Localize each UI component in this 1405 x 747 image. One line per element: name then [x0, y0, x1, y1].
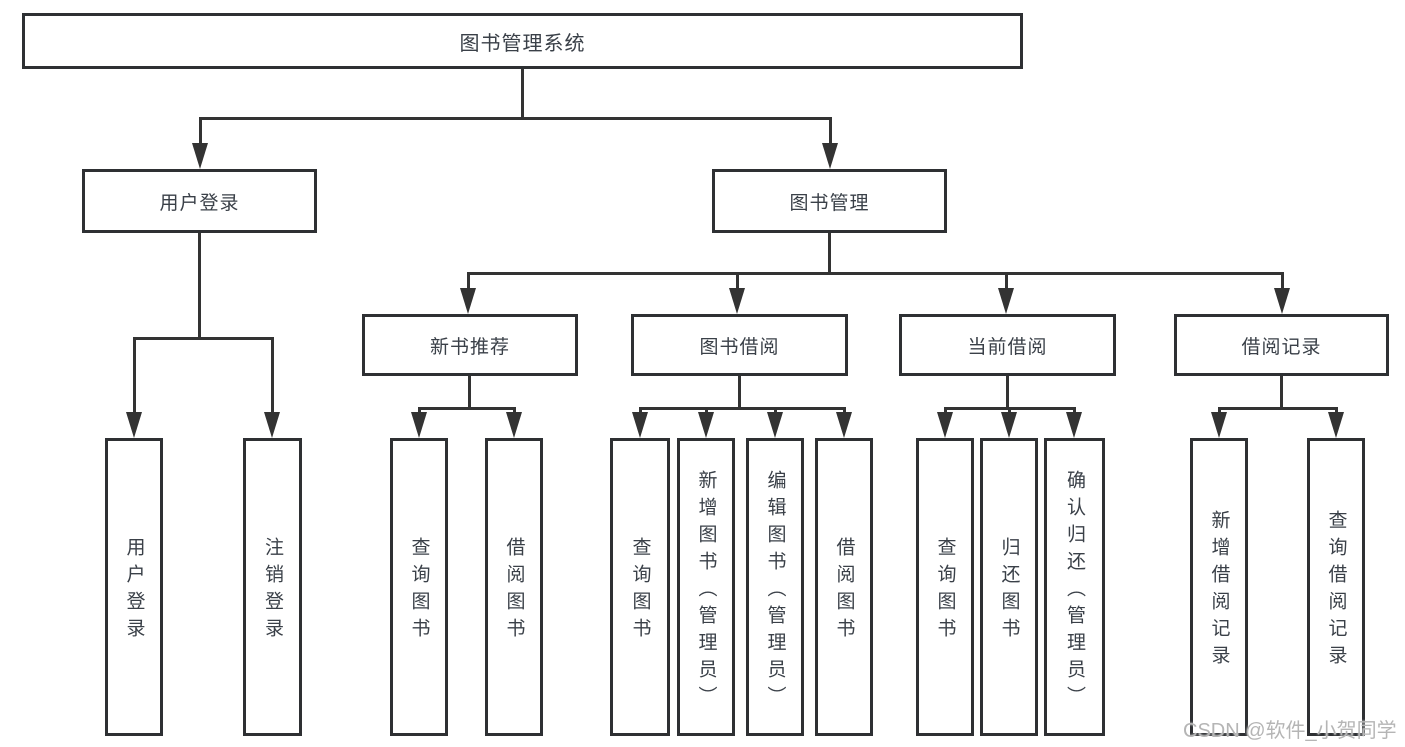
- node-label: 新增图书（管理员）: [695, 469, 717, 713]
- node-label: 归还图书: [998, 537, 1020, 645]
- connector-line: [738, 376, 741, 407]
- connector-line: [468, 376, 471, 407]
- leaf-add-borrow-record: 新增借阅记录: [1190, 438, 1248, 736]
- connector-line: [828, 233, 831, 272]
- arrow-down-icon: [192, 117, 208, 169]
- csdn-watermark: CSDN @软件_小贺同学: [1183, 720, 1397, 742]
- connector-line: [419, 407, 514, 410]
- arrow-down-icon: [506, 407, 522, 438]
- arrow-down-icon: [836, 407, 852, 438]
- leaf-query-books-current: 查询图书: [916, 438, 974, 736]
- node-label: 查询图书: [934, 537, 956, 645]
- leaf-return-books: 归还图书: [980, 438, 1038, 736]
- arrow-down-icon: [1001, 407, 1017, 438]
- node-book-mgmt: 图书管理: [712, 169, 947, 233]
- arrow-down-icon: [1066, 407, 1082, 438]
- leaf-query-borrow-record: 查询借阅记录: [1307, 438, 1365, 736]
- leaf-confirm-return-admin: 确认归还（管理员）: [1044, 438, 1105, 736]
- leaf-borrow-books-recommend: 借阅图书: [485, 438, 543, 736]
- arrow-down-icon: [264, 337, 280, 438]
- leaf-add-books-admin: 新增图书（管理员）: [677, 438, 735, 736]
- connector-line: [1219, 407, 1336, 410]
- leaf-query-books-borrow: 查询图书: [610, 438, 670, 736]
- leaf-logout: 注销登录: [243, 438, 302, 736]
- connector-line: [468, 272, 1282, 275]
- connector-line: [134, 337, 273, 340]
- connector-line: [198, 233, 201, 337]
- node-label: 图书借阅: [699, 336, 780, 358]
- node-label: 查询借阅记录: [1325, 510, 1347, 672]
- arrow-down-icon: [822, 117, 838, 169]
- node-user-login: 用户登录: [82, 169, 317, 233]
- node-new-book-recommend: 新书推荐: [362, 314, 578, 376]
- node-label: 注销登录: [262, 537, 283, 645]
- arrow-down-icon: [411, 407, 427, 438]
- node-label: 查询图书: [408, 537, 430, 645]
- node-label: 确认归还（管理员）: [1064, 469, 1085, 713]
- connector-line: [1280, 376, 1283, 407]
- node-book-borrow: 图书借阅: [631, 314, 848, 376]
- leaf-query-books-recommend: 查询图书: [390, 438, 448, 736]
- node-label: 借阅记录: [1241, 336, 1322, 358]
- arrow-down-icon: [729, 272, 745, 314]
- arrow-down-icon: [998, 272, 1014, 314]
- arrow-down-icon: [632, 407, 648, 438]
- connector-line: [1006, 376, 1009, 407]
- node-label: 新书推荐: [429, 336, 510, 358]
- node-label: 用户登录: [159, 192, 240, 214]
- node-label: 新增借阅记录: [1208, 510, 1230, 672]
- node-root-system: 图书管理系统: [22, 13, 1023, 69]
- node-label: 查询图书: [629, 537, 651, 645]
- node-borrow-records: 借阅记录: [1174, 314, 1389, 376]
- node-label: 借阅图书: [503, 537, 525, 645]
- connector-line: [640, 407, 844, 410]
- connector-line: [521, 69, 524, 117]
- arrow-down-icon: [1328, 407, 1344, 438]
- arrow-down-icon: [1211, 407, 1227, 438]
- arrow-down-icon: [460, 272, 476, 314]
- arrow-down-icon: [767, 407, 783, 438]
- node-label: 编辑图书（管理员）: [764, 469, 786, 713]
- arrow-down-icon: [1274, 272, 1290, 314]
- arrow-down-icon: [698, 407, 714, 438]
- leaf-borrow-books: 借阅图书: [815, 438, 873, 736]
- connector-line: [199, 117, 831, 120]
- leaf-edit-books-admin: 编辑图书（管理员）: [746, 438, 804, 736]
- arrow-down-icon: [126, 337, 142, 438]
- arrow-down-icon: [937, 407, 953, 438]
- node-current-borrow: 当前借阅: [899, 314, 1116, 376]
- leaf-user-login: 用户登录: [105, 438, 163, 736]
- node-label: 图书管理: [789, 192, 870, 214]
- node-label: 图书管理系统: [459, 32, 586, 55]
- node-label: 当前借阅: [967, 336, 1048, 358]
- node-label: 借阅图书: [833, 537, 855, 645]
- node-label: 用户登录: [123, 537, 145, 645]
